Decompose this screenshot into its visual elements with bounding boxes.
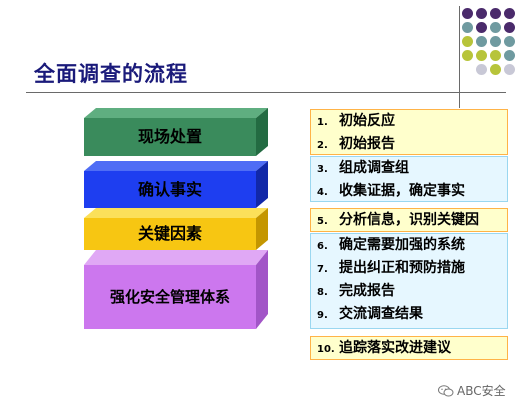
step-number: 8. xyxy=(317,287,328,298)
decorative-dot xyxy=(504,22,515,33)
divider-horizontal xyxy=(26,92,506,93)
block-4-side xyxy=(256,250,268,329)
step-text: 完成报告 xyxy=(339,283,395,299)
step-number: 4. xyxy=(317,187,328,198)
step-number: 6. xyxy=(317,241,328,252)
decorative-dot xyxy=(462,36,473,47)
block-label-1: 现场处置 xyxy=(137,127,202,146)
block-2-front xyxy=(84,171,256,208)
step-text: 组成调查组 xyxy=(339,160,409,176)
step-item: 7. 提出纠正和预防措施 xyxy=(311,257,507,280)
block-label-2: 确认事实 xyxy=(137,180,202,199)
decorative-dot xyxy=(490,64,501,75)
step-box-1: 1. 初始反应 2. 初始报告 xyxy=(310,109,508,155)
watermark: ABC安全 xyxy=(438,382,506,399)
step-item: 8. 完成报告 xyxy=(311,280,507,303)
decorative-dot xyxy=(462,8,473,19)
step-number: 10. xyxy=(317,344,335,355)
step-text: 收集证据，确定事实 xyxy=(339,183,465,199)
step-text: 提出纠正和预防措施 xyxy=(339,260,465,276)
step-number: 1. xyxy=(317,117,328,128)
step-text: 分析信息，识别关键因 xyxy=(339,212,479,228)
decorative-dot xyxy=(476,64,487,75)
block-1-top xyxy=(84,108,268,118)
decorative-dot xyxy=(490,8,501,19)
step-item: 6. 确定需要加强的系统 xyxy=(311,234,507,257)
block-1-side xyxy=(256,108,268,156)
block-strengthen-system xyxy=(84,250,268,329)
divider-vertical xyxy=(459,6,460,108)
decorative-dot xyxy=(490,36,501,47)
step-text: 初始反应 xyxy=(339,113,395,129)
decorative-dot xyxy=(476,50,487,61)
decorative-dot xyxy=(504,36,515,47)
watermark-text: ABC安全 xyxy=(457,384,506,398)
decorative-dot xyxy=(490,22,501,33)
step-number: 7. xyxy=(317,264,328,275)
block-label-3: 关键因素 xyxy=(137,224,202,243)
step-item: 1. 初始反应 xyxy=(311,110,507,133)
block-2-side xyxy=(256,161,268,208)
block-1-front xyxy=(84,118,256,156)
block-key-factors xyxy=(84,208,268,250)
decorative-dot xyxy=(504,8,515,19)
decorative-dot xyxy=(504,64,515,75)
wechat-icon xyxy=(438,384,454,396)
step-item: 5. 分析信息，识别关键因 xyxy=(311,209,507,231)
decorative-dot xyxy=(462,50,473,61)
block-on-site-handling xyxy=(84,108,268,156)
page-title: 全面调查的流程 xyxy=(34,62,188,86)
step-number: 3. xyxy=(317,164,328,175)
block-3-top xyxy=(84,208,268,218)
step-text: 确定需要加强的系统 xyxy=(339,237,465,253)
step-number: 9. xyxy=(317,310,328,321)
decorative-dot xyxy=(504,50,515,61)
block-4-front xyxy=(84,265,256,329)
decorative-dot xyxy=(490,50,501,61)
decorative-dot xyxy=(476,8,487,19)
step-item: 10. 追踪落实改进建议 xyxy=(311,337,507,360)
block-2-top xyxy=(84,161,268,171)
step-number: 2. xyxy=(317,140,328,151)
step-item: 3. 组成调查组 xyxy=(311,157,507,180)
block-label-4: 强化安全管理体系 xyxy=(109,288,230,306)
step-box-4: 6. 确定需要加强的系统 7. 提出纠正和预防措施 8. 完成报告 9. 交流调查结果 xyxy=(310,233,508,329)
block-confirm-facts xyxy=(84,161,268,208)
process-blocks xyxy=(84,108,268,329)
step-item: 4. 收集证据，确定事实 xyxy=(311,180,507,203)
step-box-2: 3. 组成调查组 4. 收集证据，确定事实 xyxy=(310,156,508,202)
block-3-front xyxy=(84,218,256,250)
decorative-dot xyxy=(462,22,473,33)
step-text: 交流调查结果 xyxy=(339,306,423,322)
step-box-3: 5. 分析信息，识别关键因 xyxy=(310,208,508,232)
step-number: 5. xyxy=(317,216,328,227)
step-text: 初始报告 xyxy=(339,136,395,152)
step-item: 9. 交流调查结果 xyxy=(311,303,507,326)
step-box-5: 10. 追踪落实改进建议 xyxy=(310,336,508,360)
block-4-top xyxy=(84,250,268,265)
step-text: 追踪落实改进建议 xyxy=(339,340,451,356)
block-3-side xyxy=(256,208,268,250)
decorative-dot xyxy=(476,36,487,47)
decorative-dot xyxy=(476,22,487,33)
step-item: 2. 初始报告 xyxy=(311,133,507,156)
